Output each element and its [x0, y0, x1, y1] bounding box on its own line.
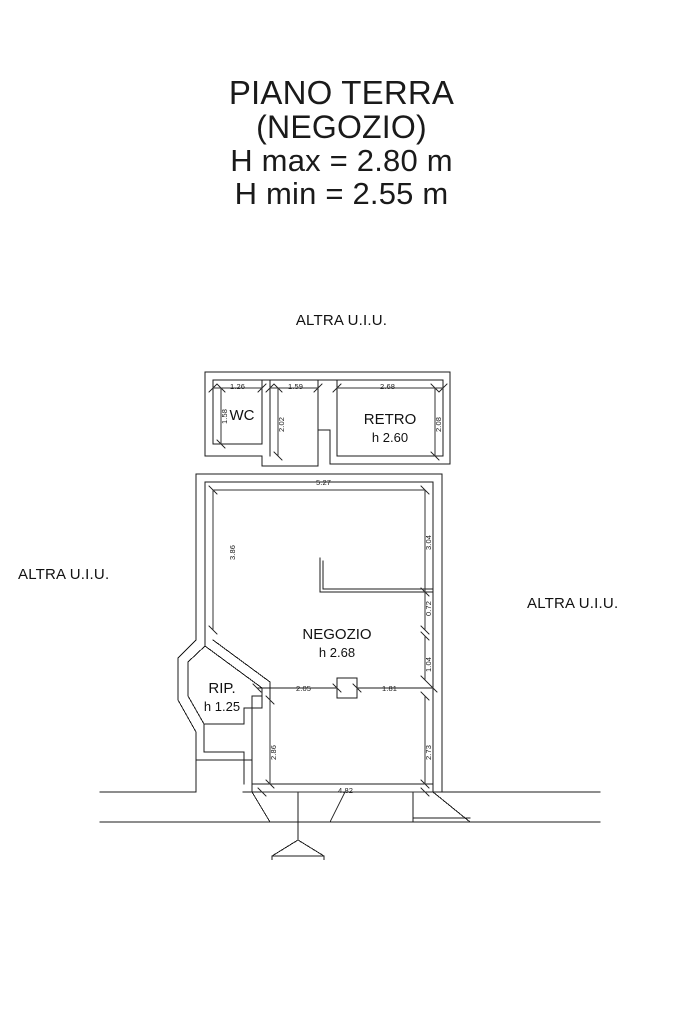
dimension-ticks: [208, 383, 448, 797]
title-line-floor: PIANO TERRA: [228, 74, 455, 111]
floor-plan-drawing: [99, 371, 601, 860]
dim-corridor-height: 2.02: [277, 417, 286, 432]
dim-retro-height: 2.08: [434, 417, 443, 432]
dim-negozio-top: 5.27: [316, 478, 331, 487]
dim-negozio-mid-right: 1.81: [382, 684, 397, 693]
dim-negozio-right-step: 0.72: [424, 601, 433, 616]
room-label-rip: RIP. h 1.25: [188, 680, 256, 714]
room-height-retro: h 2.60: [371, 430, 409, 445]
room-name-retro: RETRO: [363, 411, 417, 428]
room-rip-walls: [177, 635, 271, 793]
dim-negozio-right-mid: 1.04: [424, 657, 433, 672]
dimension-lines: [212, 387, 444, 793]
room-retro-walls: [336, 379, 444, 457]
dim-corridor-width: 1.59: [288, 382, 303, 391]
page-title: PIANO TERRA (NEGOZIO) H max = 2.80 m H m…: [0, 74, 683, 211]
dim-negozio-bottom: 4.82: [338, 786, 353, 795]
interior-partition: [319, 557, 434, 593]
dim-negozio-right-lower: 2.73: [424, 745, 433, 760]
room-name-rip: RIP.: [208, 680, 236, 697]
room-name-negozio: NEGOZIO: [302, 626, 372, 643]
room-name-wc: WC: [229, 407, 255, 424]
dim-negozio-mid-left: 2.05: [296, 684, 311, 693]
column-pillar: [336, 677, 358, 699]
neighbour-label-right: ALTRA U.I.U.: [527, 595, 619, 612]
neighbour-label-top: ALTRA U.I.U.: [295, 312, 388, 329]
dim-negozio-right-upper: 3.04: [424, 535, 433, 550]
room-height-rip: h 1.25: [203, 699, 241, 714]
room-label-wc: WC: [214, 407, 270, 424]
dim-negozio-left: 3.86: [228, 545, 237, 560]
room-label-retro: RETRO h 2.60: [348, 411, 432, 445]
shop-front-entrance: [99, 791, 601, 860]
dim-retro-width: 2.68: [380, 382, 395, 391]
room-negozio-walls: [195, 473, 443, 793]
neighbour-label-left: ALTRA U.I.U.: [18, 566, 110, 583]
room-height-negozio: h 2.68: [318, 645, 356, 660]
upper-block-walls: [204, 371, 451, 467]
dim-wc-height: 1.58: [220, 409, 229, 424]
dim-negozio-lower-left: 2.86: [269, 745, 278, 760]
room-label-negozio: NEGOZIO h 2.68: [262, 626, 412, 660]
dim-wc-width: 1.26: [230, 382, 245, 391]
title-line-usage: (NEGOZIO): [256, 108, 427, 145]
title-line-h-min: H min = 2.55 m: [234, 175, 449, 211]
title-line-h-max: H max = 2.80 m: [230, 142, 453, 178]
corridor-walls: [269, 379, 331, 467]
adjacent-unit-lines: [99, 759, 601, 793]
